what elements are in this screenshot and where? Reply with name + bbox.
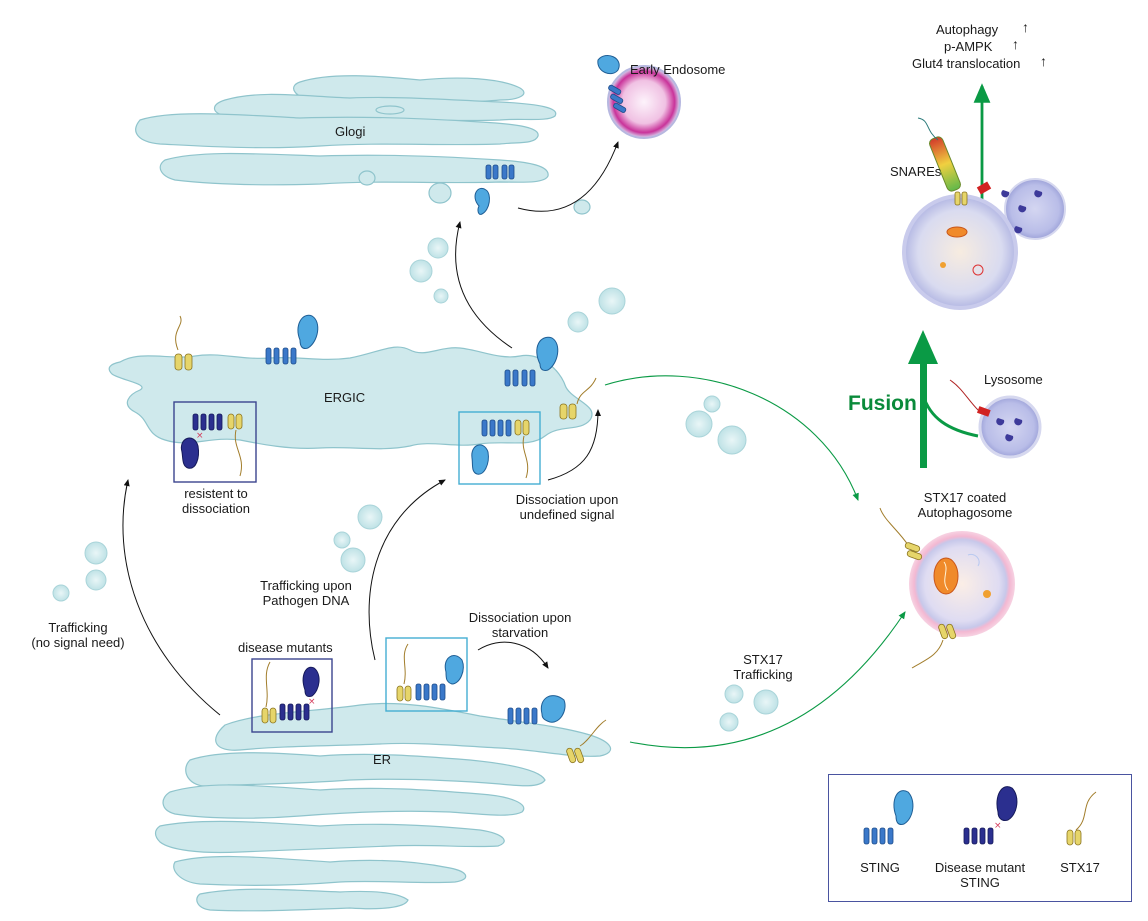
early-endosome: [597, 55, 681, 139]
legend-stx17-label: STX17: [1060, 860, 1100, 875]
stx17-traffic-line2: Trafficking: [733, 667, 793, 682]
disease-mutants-box: ×: [251, 658, 333, 733]
trafficking-line1: Trafficking: [48, 620, 108, 635]
legend-mutant-line2: STING: [960, 875, 1000, 890]
resistant-label: resistent to dissociation: [170, 486, 262, 516]
pathogen-line2: Pathogen DNA: [262, 593, 350, 608]
undefined-line1: Dissociation upon: [515, 492, 619, 507]
ergic-sting-top: [265, 314, 319, 365]
er-label: ER: [373, 752, 392, 767]
resistant-line1: resistent to: [184, 486, 248, 501]
p-ampk-up-icon: ↑: [1012, 36, 1019, 52]
undefined-signal-label: Dissociation upon undefined signal: [502, 492, 632, 522]
legend-mutant-line1: Disease mutant: [934, 860, 1026, 875]
lysosome-label: Lysosome: [984, 372, 1043, 387]
legend-sting-label: STING: [860, 860, 900, 875]
er-sting-dissociated: [507, 695, 566, 725]
vesicles: [52, 237, 779, 732]
autophagy-label: Autophagy: [936, 22, 999, 37]
glut4-label: Glut4 translocation: [912, 56, 1021, 71]
autophagy-up-icon: ↑: [1022, 19, 1029, 35]
starvation-line2: starvation: [491, 625, 549, 640]
stx17-trafficking-label: STX17 Trafficking: [718, 652, 808, 682]
stx17-traffic-line1: STX17: [743, 652, 783, 667]
lysosome: [949, 379, 1042, 459]
undefined-line2: undefined signal: [519, 507, 615, 522]
svg-text:×: ×: [308, 697, 316, 707]
legend-sting-icon: [863, 790, 914, 845]
pathogen-line1: Trafficking upon: [260, 578, 352, 593]
svg-text:×: ×: [994, 821, 1002, 831]
resistant-line2: dissociation: [182, 501, 250, 516]
glut4-up-icon: ↑: [1040, 53, 1047, 69]
ergic-label: ERGIC: [324, 390, 366, 405]
legend-mutant-label: Disease mutant STING: [925, 860, 1035, 890]
golgi-stack: [135, 75, 591, 215]
fusion-label: Fusion: [848, 392, 917, 415]
black-trafficking-arrows: [122, 141, 619, 716]
autolysosome: [902, 117, 1066, 310]
endoplasmic-reticulum: [154, 702, 612, 912]
legend-mutant-icon: ×: [963, 786, 1018, 845]
trafficking-line2: (no signal need): [31, 635, 125, 650]
golgi-sting: [474, 164, 515, 215]
disease-mutants-label: disease mutants: [238, 640, 333, 655]
stx17-coated-line1: STX17 coated: [923, 490, 1007, 505]
legend-stx17-icon: [1066, 791, 1097, 846]
autophagosome-stx17-bottom: [911, 623, 957, 669]
er-stx17-right: [566, 719, 607, 764]
starvation-label: Dissociation upon starvation: [455, 610, 585, 640]
fusion-arrow: [908, 330, 979, 468]
starvation-line1: Dissociation upon: [468, 610, 572, 625]
autophagosome-label: STX17 coated Autophagosome: [905, 490, 1025, 520]
golgi-label: Glogi: [335, 124, 366, 139]
early-endosome-label: Early Endosome: [630, 62, 726, 77]
undefined-signal-box: [458, 411, 541, 485]
ergic-stx17-top-left: [174, 315, 193, 371]
p-ampk-label: p-AMPK: [944, 39, 993, 54]
resistant-complex-box: ×: [173, 401, 257, 483]
snares-label: SNAREs: [890, 164, 942, 179]
autophagosome-stx17-top: [879, 507, 923, 561]
svg-text:×: ×: [196, 431, 204, 441]
trafficking-no-signal-label: Trafficking (no signal need): [18, 620, 138, 650]
legend-box: [828, 774, 1132, 902]
stx17-coated-line2: Autophagosome: [917, 505, 1013, 520]
ergic-stx17-right: [559, 377, 597, 420]
ergic-sting-right: [504, 336, 559, 387]
stx17-autophagosome: [879, 507, 1015, 669]
starvation-box: [385, 637, 468, 712]
snare-complex: [917, 117, 992, 206]
pathogen-dna-label: Trafficking upon Pathogen DNA: [246, 578, 366, 608]
